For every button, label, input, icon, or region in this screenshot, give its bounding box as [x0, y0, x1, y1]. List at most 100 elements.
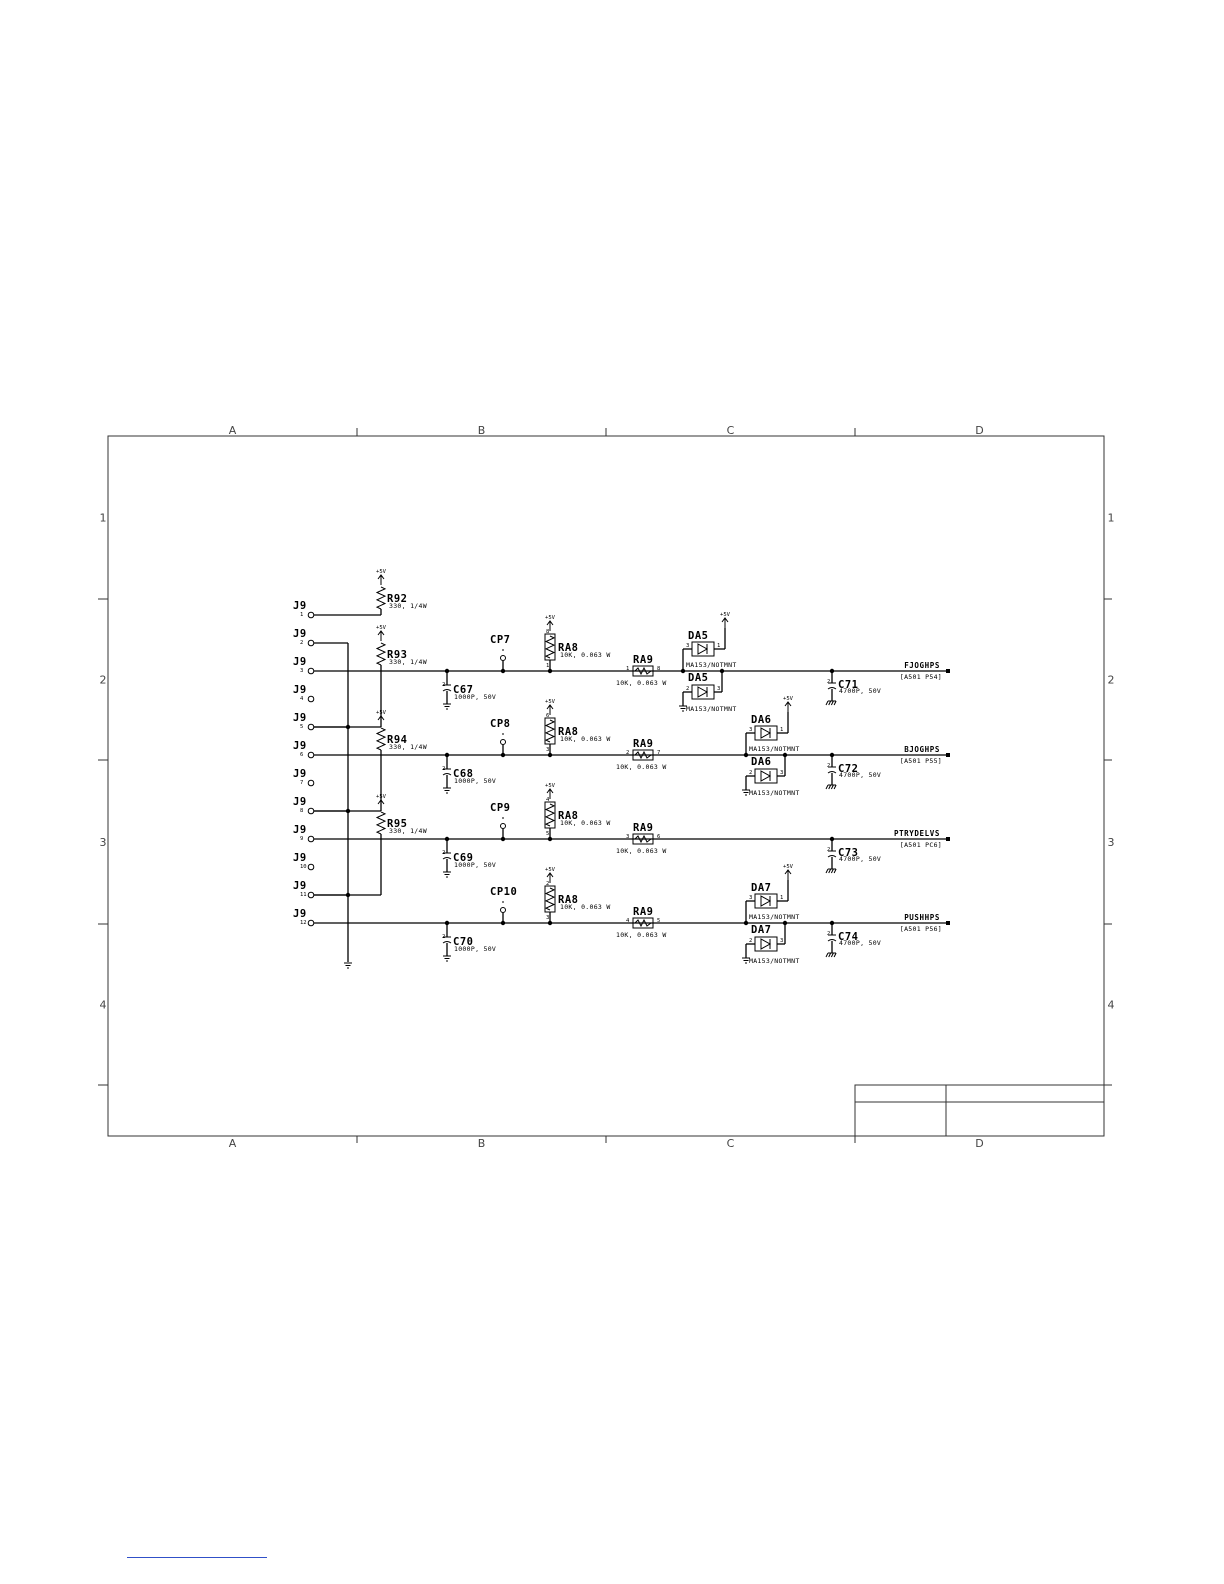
ra8-pin-number: 4 — [546, 797, 550, 803]
resistor-r95 — [375, 811, 387, 835]
connector-pin-icon — [307, 835, 315, 843]
ground-hatch — [825, 700, 829, 706]
diode-lower-part: MA153/NOTMNT — [749, 789, 800, 797]
supply-label: +5V — [545, 615, 556, 621]
junction-dot — [345, 808, 351, 814]
connector-ref: J9 — [293, 656, 307, 668]
supply-label: +5V — [720, 612, 731, 618]
junction-dot — [345, 892, 351, 898]
net-label: PUSHHPS — [904, 913, 940, 922]
supply-arrowhead — [784, 869, 792, 875]
zone-column-bottom: D — [975, 1137, 983, 1150]
resistor-array-ra8 — [544, 635, 556, 659]
connector-pin-icon — [307, 863, 315, 871]
ra9-pin-number: 6 — [657, 834, 660, 840]
connector-pin-number: 12 — [300, 920, 307, 926]
supply-arrow-icon: +5V — [376, 569, 387, 585]
ra8-value: 10K, 0.063 W — [560, 651, 611, 659]
connector-pin-number: 4 — [300, 696, 304, 702]
ground-hatch — [825, 868, 829, 874]
input-capacitor — [442, 768, 452, 776]
net-destination: [A501 P56] — [900, 925, 942, 933]
diode-upper-ref: DA6 — [751, 714, 771, 726]
ra9-pin-number: 2 — [626, 750, 629, 756]
output-cap-ref: C71 — [838, 679, 858, 691]
supply-arrow-icon: +5V — [783, 864, 794, 880]
ra9-zigzag — [634, 918, 652, 928]
supply-arrow-icon: +5V — [545, 783, 556, 799]
connector-ref: J9 — [293, 824, 307, 836]
supply-label: +5V — [545, 867, 556, 873]
supply-arrowhead — [546, 620, 554, 626]
cap-pin-number: 2 — [442, 934, 445, 940]
connector-pin-number: 7 — [300, 780, 303, 786]
input-cap-ref: C68 — [453, 768, 473, 780]
junction-dot — [345, 724, 351, 730]
zone-row-right: 1 — [1108, 512, 1115, 525]
supply-arrow-icon: +5V — [545, 615, 556, 631]
ground-hatch — [828, 952, 832, 958]
ra9-pin-number: 3 — [626, 834, 629, 840]
resistor-r92 — [375, 586, 387, 610]
supply-arrow-icon: +5V — [545, 699, 556, 715]
ra8-value: 10K, 0.063 W — [560, 903, 611, 911]
ground-hatch — [833, 784, 837, 790]
ra9-ref: RA9 — [633, 738, 653, 750]
test-point-icon — [500, 655, 506, 661]
output-cap-value: 4700P, 50V — [839, 939, 881, 947]
input-cap-ref: C70 — [453, 936, 473, 948]
diode-body — [754, 893, 778, 909]
cap-pin-number: 2 — [827, 847, 830, 853]
supply-label: +5V — [783, 696, 794, 702]
resistor-value: 330, 1/4W — [389, 602, 427, 610]
connector-pin-number: 1 — [300, 612, 303, 618]
ground-icon — [344, 962, 352, 969]
diode-triangle — [760, 938, 772, 950]
chassis-ground-icon — [825, 784, 837, 790]
junction-dot — [680, 668, 686, 674]
resistor-value: 330, 1/4W — [389, 827, 427, 835]
resistor-r94 — [375, 727, 387, 751]
zone-column-top: B — [478, 424, 486, 437]
connector-ref: J9 — [293, 628, 307, 640]
diode-triangle — [760, 727, 772, 739]
resistor-array-ra9 — [632, 833, 654, 845]
input-capacitor — [442, 852, 452, 860]
resistor-ref: R95 — [387, 818, 407, 830]
ra8-pin-number: 3 — [546, 747, 549, 753]
output-cap-ref: C74 — [838, 931, 858, 943]
net-destination: [A501 P54] — [900, 673, 942, 681]
circuit: J91J92J93J94J95J96J97J98J99J910J911J912+… — [293, 569, 950, 969]
diode-pin-number: 3 — [780, 770, 783, 776]
test-point-icon — [500, 739, 506, 745]
ra9-value: 10K, 0.063 W — [616, 931, 667, 939]
supply-arrowhead — [721, 617, 729, 623]
drawing-frame — [107, 435, 1105, 1137]
test-point-ref: CP7 — [490, 634, 510, 646]
input-cap-value: 1000P, 50V — [454, 693, 496, 701]
ra9-value: 10K, 0.063 W — [616, 847, 667, 855]
supply-label: +5V — [376, 569, 387, 575]
ra8-ref: RA8 — [558, 726, 578, 738]
supply-arrowhead — [546, 872, 554, 878]
supply-arrow-icon: +5V — [783, 696, 794, 712]
output-cap-value: 4700P, 50V — [839, 855, 881, 863]
ra8-pin-number: 3 — [546, 915, 549, 921]
connector-pin-icon — [307, 779, 315, 787]
ra8-ref: RA8 — [558, 810, 578, 822]
zone-row-left: 1 — [100, 512, 107, 525]
supply-arrow-icon: +5V — [376, 710, 387, 726]
input-cap-value: 1000P, 50V — [454, 945, 496, 953]
ra9-value: 10K, 0.063 W — [616, 763, 667, 771]
input-capacitor — [442, 936, 452, 944]
diode-pin-number: 3 — [717, 686, 720, 692]
diode-lower — [691, 684, 715, 700]
cap-pin-number: 2 — [442, 766, 445, 772]
resistor-array-ra8 — [544, 887, 556, 911]
diode-body — [691, 684, 715, 700]
cap-pin-number: 2 — [442, 682, 445, 688]
ground-hatch — [825, 784, 829, 790]
cap-pin-number: 2 — [827, 763, 830, 769]
diode-triangle — [697, 686, 709, 698]
supply-arrowhead — [546, 788, 554, 794]
